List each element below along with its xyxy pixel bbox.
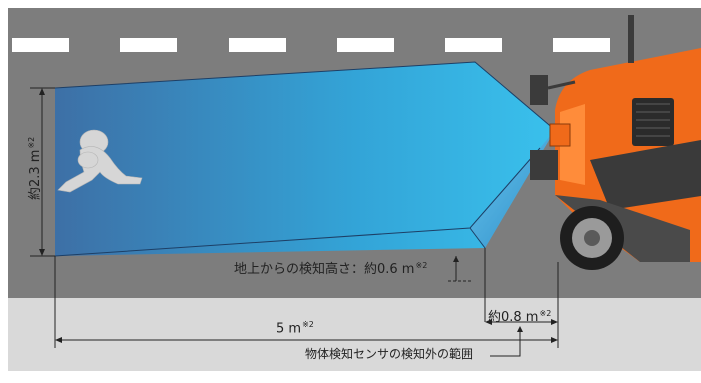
detection-width-label: 約2.3 m※2 (24, 137, 43, 200)
detection-width-text: 約2.3 m (28, 149, 43, 200)
sidewalk (8, 298, 701, 371)
note-mark: ※2 (415, 260, 428, 270)
person-figure (57, 129, 143, 193)
range-caption-text: 物体検知センサの検知外の範囲 (305, 347, 474, 361)
detection-height-label: 地上からの検知高さ：約0.6 m※2 (234, 258, 427, 277)
lane-markings (12, 38, 610, 52)
outside-distance-label: 約0.8 m※2 (488, 306, 551, 325)
height-dimension (448, 256, 472, 282)
total-distance-text: 5 m (276, 321, 302, 337)
note-mark: ※2 (539, 308, 552, 318)
truck (530, 15, 701, 270)
outside-dimension (485, 319, 558, 325)
detection-height-text: 地上からの検知高さ：約0.6 m (234, 262, 415, 277)
vent-grille (632, 98, 674, 146)
detection-zone (54, 61, 556, 257)
total-distance-label: 5 m※2 (276, 320, 314, 336)
outside-distance-text: 約0.8 m (488, 310, 539, 325)
width-dimension (30, 87, 55, 257)
note-mark: ※2 (302, 320, 314, 329)
range-leader (490, 326, 523, 357)
note-mark: ※2 (26, 136, 36, 149)
range-caption: 物体検知センサの検知外の範囲 (305, 345, 473, 362)
extension-lines (54, 248, 559, 348)
total-dimension (55, 337, 558, 343)
